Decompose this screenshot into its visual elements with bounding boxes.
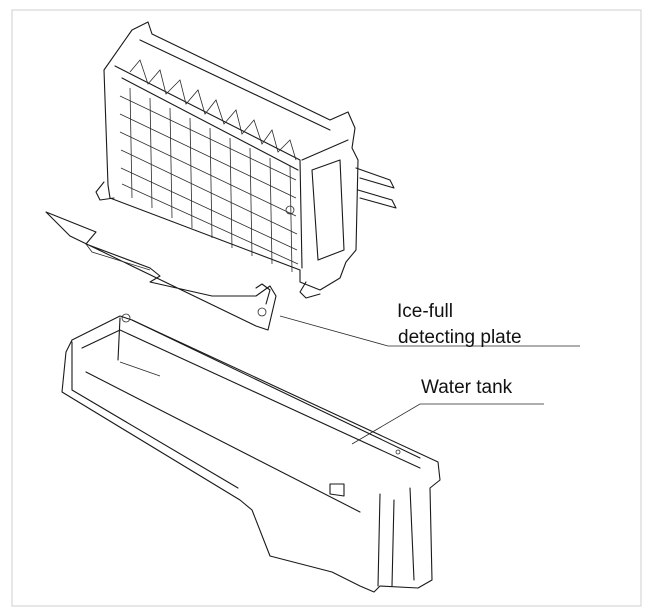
- water-tank-leader-line: [351, 403, 544, 445]
- water-tank: [61, 313, 441, 593]
- water-tank-label: Water tank: [421, 377, 513, 398]
- ice-full-detecting-plate: [45, 211, 277, 331]
- ice-full-label-line1: Ice-full: [397, 301, 453, 322]
- ice-full-leader-line: [279, 315, 580, 347]
- drawing-border: [11, 9, 642, 607]
- ice-tray: [95, 21, 397, 299]
- ice-full-label-line2: detecting plate: [398, 327, 522, 348]
